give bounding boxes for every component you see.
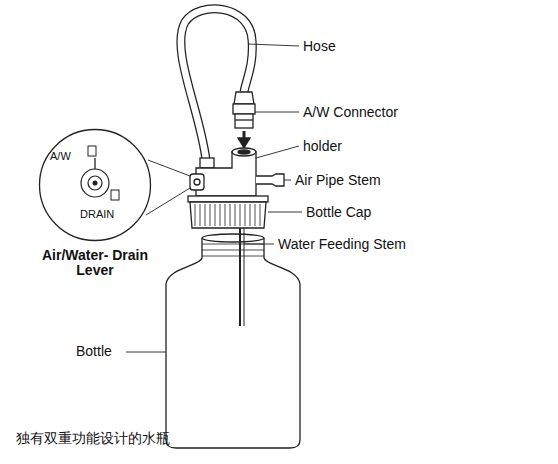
part-label: Hose <box>303 39 336 54</box>
cap-ridge <box>195 204 196 226</box>
cap-ridge <box>205 204 206 226</box>
part-label: holder <box>303 139 342 154</box>
cap-ridge <box>245 204 246 226</box>
cap-ridge <box>210 204 211 226</box>
cap-ridge <box>255 204 256 226</box>
part-label: Water Feeding Stem <box>278 237 406 252</box>
cap-ridge <box>220 204 221 226</box>
cap-ridge <box>225 204 226 226</box>
lever-callout-circle: A/WDRAINAir/Water- Drain Lever <box>38 128 152 242</box>
part-label: Bottle <box>76 344 112 359</box>
part-label: Bottle Cap <box>306 205 371 220</box>
lever-position-label: A/W <box>50 150 71 162</box>
cap-ridge <box>240 204 241 226</box>
cap-ridge <box>230 204 231 226</box>
cap-ridge <box>200 204 201 226</box>
part-label: A/W Connector <box>303 105 398 120</box>
figure-caption: 独有双重功能设计的水瓶 <box>16 430 170 448</box>
cap-ridge <box>215 204 216 226</box>
cap-ridge <box>250 204 251 226</box>
cap-ridge <box>235 204 236 226</box>
lever-position-label: DRAIN <box>80 208 114 220</box>
lever-heading: Air/Water- Drain Lever <box>28 248 162 279</box>
cap-ridge <box>260 204 261 226</box>
part-label: Air Pipe Stem <box>295 173 381 188</box>
circle-outline <box>38 128 152 242</box>
